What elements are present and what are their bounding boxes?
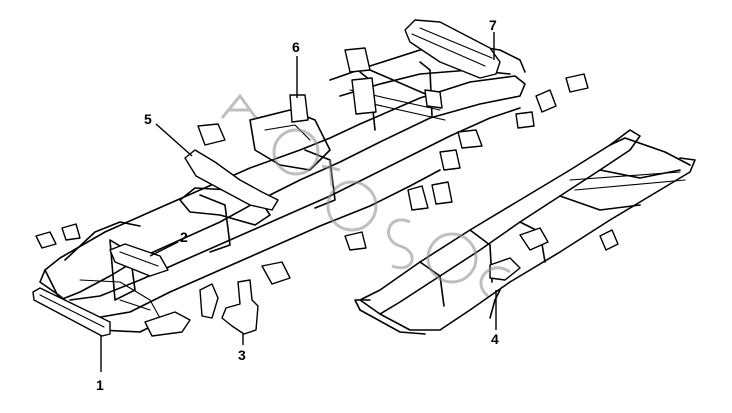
- center-cross-member: [109, 243, 169, 277]
- callout-4: 4: [491, 331, 499, 347]
- callout-2: 2: [180, 229, 188, 245]
- secondary-frame: [354, 129, 696, 335]
- rear-shackle-assembly: [289, 47, 443, 123]
- rear-cross-member: [404, 19, 501, 79]
- callout-6: 6: [292, 39, 300, 55]
- callout-1: 1: [96, 377, 104, 393]
- loose-parts: [35, 73, 589, 251]
- callout-numbers: 1 2 3 4 5 6 7: [96, 17, 499, 393]
- callout-5: 5: [144, 111, 152, 127]
- callout-3: 3: [238, 347, 246, 363]
- watermark: [220, 93, 511, 298]
- front-cross-member: [32, 287, 111, 337]
- main-frame: [39, 43, 526, 333]
- callout-7: 7: [489, 17, 497, 33]
- leader-2: [149, 241, 179, 257]
- mount-bracket: [144, 261, 291, 337]
- callout-leaders: [100, 32, 497, 372]
- front-bracket: [184, 123, 279, 211]
- leader-5: [155, 123, 193, 157]
